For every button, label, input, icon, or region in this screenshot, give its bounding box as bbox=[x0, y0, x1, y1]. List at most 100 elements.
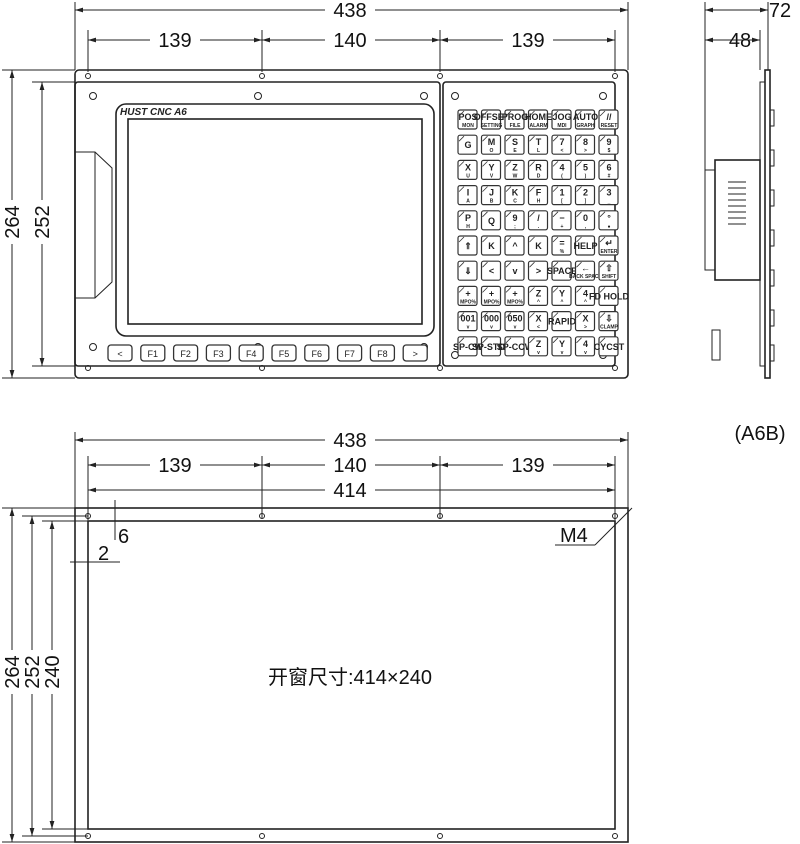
keypad-key[interactable]: ⇧SHIFT bbox=[598, 260, 619, 281]
keypad-key[interactable]: HELP bbox=[573, 235, 598, 256]
keypad-key[interactable]: +MPO% bbox=[504, 285, 525, 306]
function-key[interactable]: < bbox=[107, 344, 133, 362]
keypad-key[interactable]: /. bbox=[527, 210, 549, 231]
keypad-key[interactable]: SP-CW bbox=[453, 336, 484, 357]
keypad-key[interactable]: K bbox=[480, 235, 502, 256]
key-main-label: SP-CCW bbox=[497, 342, 534, 352]
keypad-key[interactable]: TL bbox=[527, 134, 549, 155]
side-model-label: (A6B) bbox=[734, 423, 785, 445]
function-key-label: F4 bbox=[246, 349, 257, 359]
keypad-key[interactable]: ZW bbox=[504, 159, 525, 180]
keypad-key[interactable]: 4( bbox=[551, 159, 572, 180]
function-key[interactable]: F6 bbox=[304, 344, 330, 362]
function-key-label: < bbox=[117, 349, 122, 359]
keypad-key[interactable]: CYCST bbox=[594, 336, 625, 357]
function-key[interactable]: F3 bbox=[205, 344, 232, 362]
keypad-key[interactable]: K bbox=[527, 235, 549, 256]
keypad-key[interactable]: Z^ bbox=[527, 285, 549, 306]
keypad-key[interactable]: Y^ bbox=[551, 285, 572, 306]
keypad-key[interactable]: ⇩CLAMP bbox=[598, 311, 619, 332]
keypad-key[interactable]: KC bbox=[504, 185, 525, 206]
key-main-label: ⇓ bbox=[464, 266, 472, 276]
keypad-key[interactable]: RD bbox=[527, 159, 549, 180]
keypad-key[interactable]: X> bbox=[574, 311, 596, 332]
function-key[interactable]: F5 bbox=[271, 344, 297, 362]
keypad-key[interactable]: °● bbox=[598, 210, 619, 231]
keypad-key[interactable]: Zv bbox=[527, 336, 549, 357]
function-key[interactable]: F2 bbox=[172, 344, 199, 362]
key-main-label: J bbox=[489, 188, 494, 198]
keypad-key[interactable]: X< bbox=[527, 311, 549, 332]
keypad-key[interactable]: 2] bbox=[574, 185, 596, 206]
key-sub-label: > bbox=[584, 148, 587, 154]
keypad-key[interactable]: SPACE bbox=[547, 260, 577, 281]
keypad-key[interactable]: SP-CCW bbox=[497, 336, 534, 357]
keypad-key[interactable]: RAPID bbox=[548, 311, 577, 332]
keypad-key[interactable]: > bbox=[527, 260, 549, 281]
keypad-key[interactable]: MO bbox=[480, 134, 502, 155]
key-main-label: 4 bbox=[583, 288, 588, 298]
keypad-key[interactable]: +MPO% bbox=[457, 285, 478, 306]
keypad-key[interactable]: G bbox=[457, 134, 478, 155]
keypad-key[interactable]: SE bbox=[504, 134, 525, 155]
key-sub-label: V bbox=[490, 173, 494, 179]
keypad-key[interactable]: YV bbox=[480, 159, 502, 180]
keypad-key[interactable]: 6# bbox=[598, 159, 619, 180]
keypad-key[interactable]: SP-STOP bbox=[472, 336, 511, 357]
keypad-key[interactable]: 7< bbox=[551, 134, 572, 155]
key-main-label: SPACE bbox=[547, 266, 577, 276]
keypad-key[interactable]: +MPO% bbox=[480, 285, 502, 306]
keypad-key[interactable]: 8> bbox=[574, 134, 596, 155]
keypad-key[interactable]: IA bbox=[457, 185, 478, 206]
key-sub-label: ^ bbox=[537, 299, 540, 305]
keypad-key[interactable]: 9; bbox=[504, 210, 525, 231]
keypad-key[interactable]: 4^ bbox=[574, 285, 596, 306]
keypad-key[interactable]: 3_ bbox=[598, 185, 619, 206]
keypad-key[interactable]: 0, bbox=[574, 210, 596, 231]
function-key[interactable]: F1 bbox=[140, 344, 166, 362]
cut-dim-right: 139 bbox=[511, 455, 544, 477]
function-key[interactable]: F4 bbox=[238, 344, 264, 362]
keypad-key[interactable]: 4v bbox=[574, 336, 596, 357]
keypad-key[interactable]: JB bbox=[480, 185, 502, 206]
function-key-label: F6 bbox=[312, 349, 323, 359]
keypad-key[interactable]: Yv bbox=[551, 336, 572, 357]
keypad-key[interactable]: //RESET bbox=[598, 109, 619, 130]
keypad-key[interactable]: v bbox=[504, 260, 525, 281]
keypad-key[interactable]: =% bbox=[551, 235, 572, 256]
function-key[interactable]: > bbox=[402, 344, 428, 362]
key-main-label: HOME bbox=[525, 112, 552, 122]
key-sub-label: O bbox=[490, 148, 494, 154]
key-sub-label: _ bbox=[607, 199, 611, 205]
keypad-key[interactable]: FD HOLD bbox=[589, 285, 629, 306]
key-main-label: > bbox=[536, 266, 541, 276]
keypad-key[interactable]: −+ bbox=[551, 210, 572, 231]
keypad-key[interactable]: 5) bbox=[574, 159, 596, 180]
keypad-key[interactable]: 1[ bbox=[551, 185, 572, 206]
function-key[interactable]: F8 bbox=[369, 344, 396, 362]
dim-total-width: 438 bbox=[333, 0, 366, 22]
keypad-key[interactable]: ↵ENTER bbox=[598, 235, 619, 256]
keypad-key[interactable]: PH bbox=[457, 210, 478, 231]
keypad-key[interactable]: ^ bbox=[504, 235, 525, 256]
keypad-key[interactable]: 9$ bbox=[598, 134, 619, 155]
keypad-key[interactable]: FH bbox=[527, 185, 549, 206]
function-key[interactable]: F7 bbox=[336, 344, 363, 362]
keypad-key[interactable]: Q bbox=[480, 210, 502, 231]
cutout-size-label: 开窗尺寸:414×240 bbox=[268, 666, 432, 689]
keypad-key[interactable]: ⇑ bbox=[457, 235, 478, 256]
keypad-key[interactable]: XU bbox=[457, 159, 478, 180]
keypad-key[interactable]: ←BACK SPACE bbox=[569, 260, 603, 281]
keypad-key[interactable]: < bbox=[480, 260, 502, 281]
keypad-key[interactable]: ⇓ bbox=[457, 260, 478, 281]
cut-dim-height-total: 264 bbox=[2, 655, 24, 688]
